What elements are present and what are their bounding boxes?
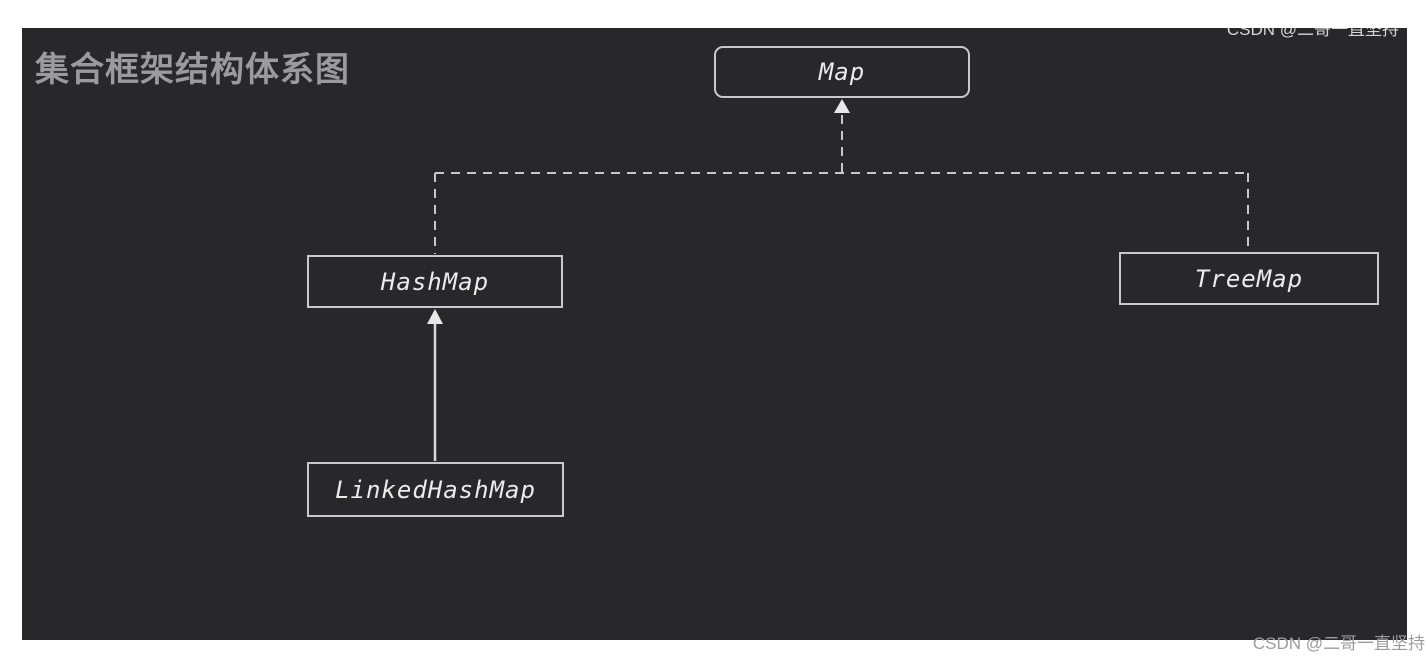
node-linkedhashmap-label: LinkedHashMap [335,475,536,504]
node-map-label: Map [818,58,866,86]
node-hashmap-label: HashMap [380,267,490,296]
node-map: Map [714,46,970,98]
watermark-top-cutoff: CSDN @二哥一直坚持 [1226,28,1399,39]
node-treemap: TreeMap [1119,252,1379,305]
connector-layer [427,99,1249,461]
arrowhead-to-hashmap [427,309,443,324]
watermark: CSDN @二哥一直坚持 [1252,634,1425,653]
node-linkedhashmap: LinkedHashMap [307,462,564,517]
node-treemap-label: TreeMap [1194,264,1304,293]
node-hashmap: HashMap [307,255,563,308]
diagram-panel: 集合框架结构体系图 Map HashMap TreeMap LinkedHash… [22,28,1407,640]
arrowhead-to-map [834,99,850,113]
diagram-title: 集合框架结构体系图 [35,51,350,89]
